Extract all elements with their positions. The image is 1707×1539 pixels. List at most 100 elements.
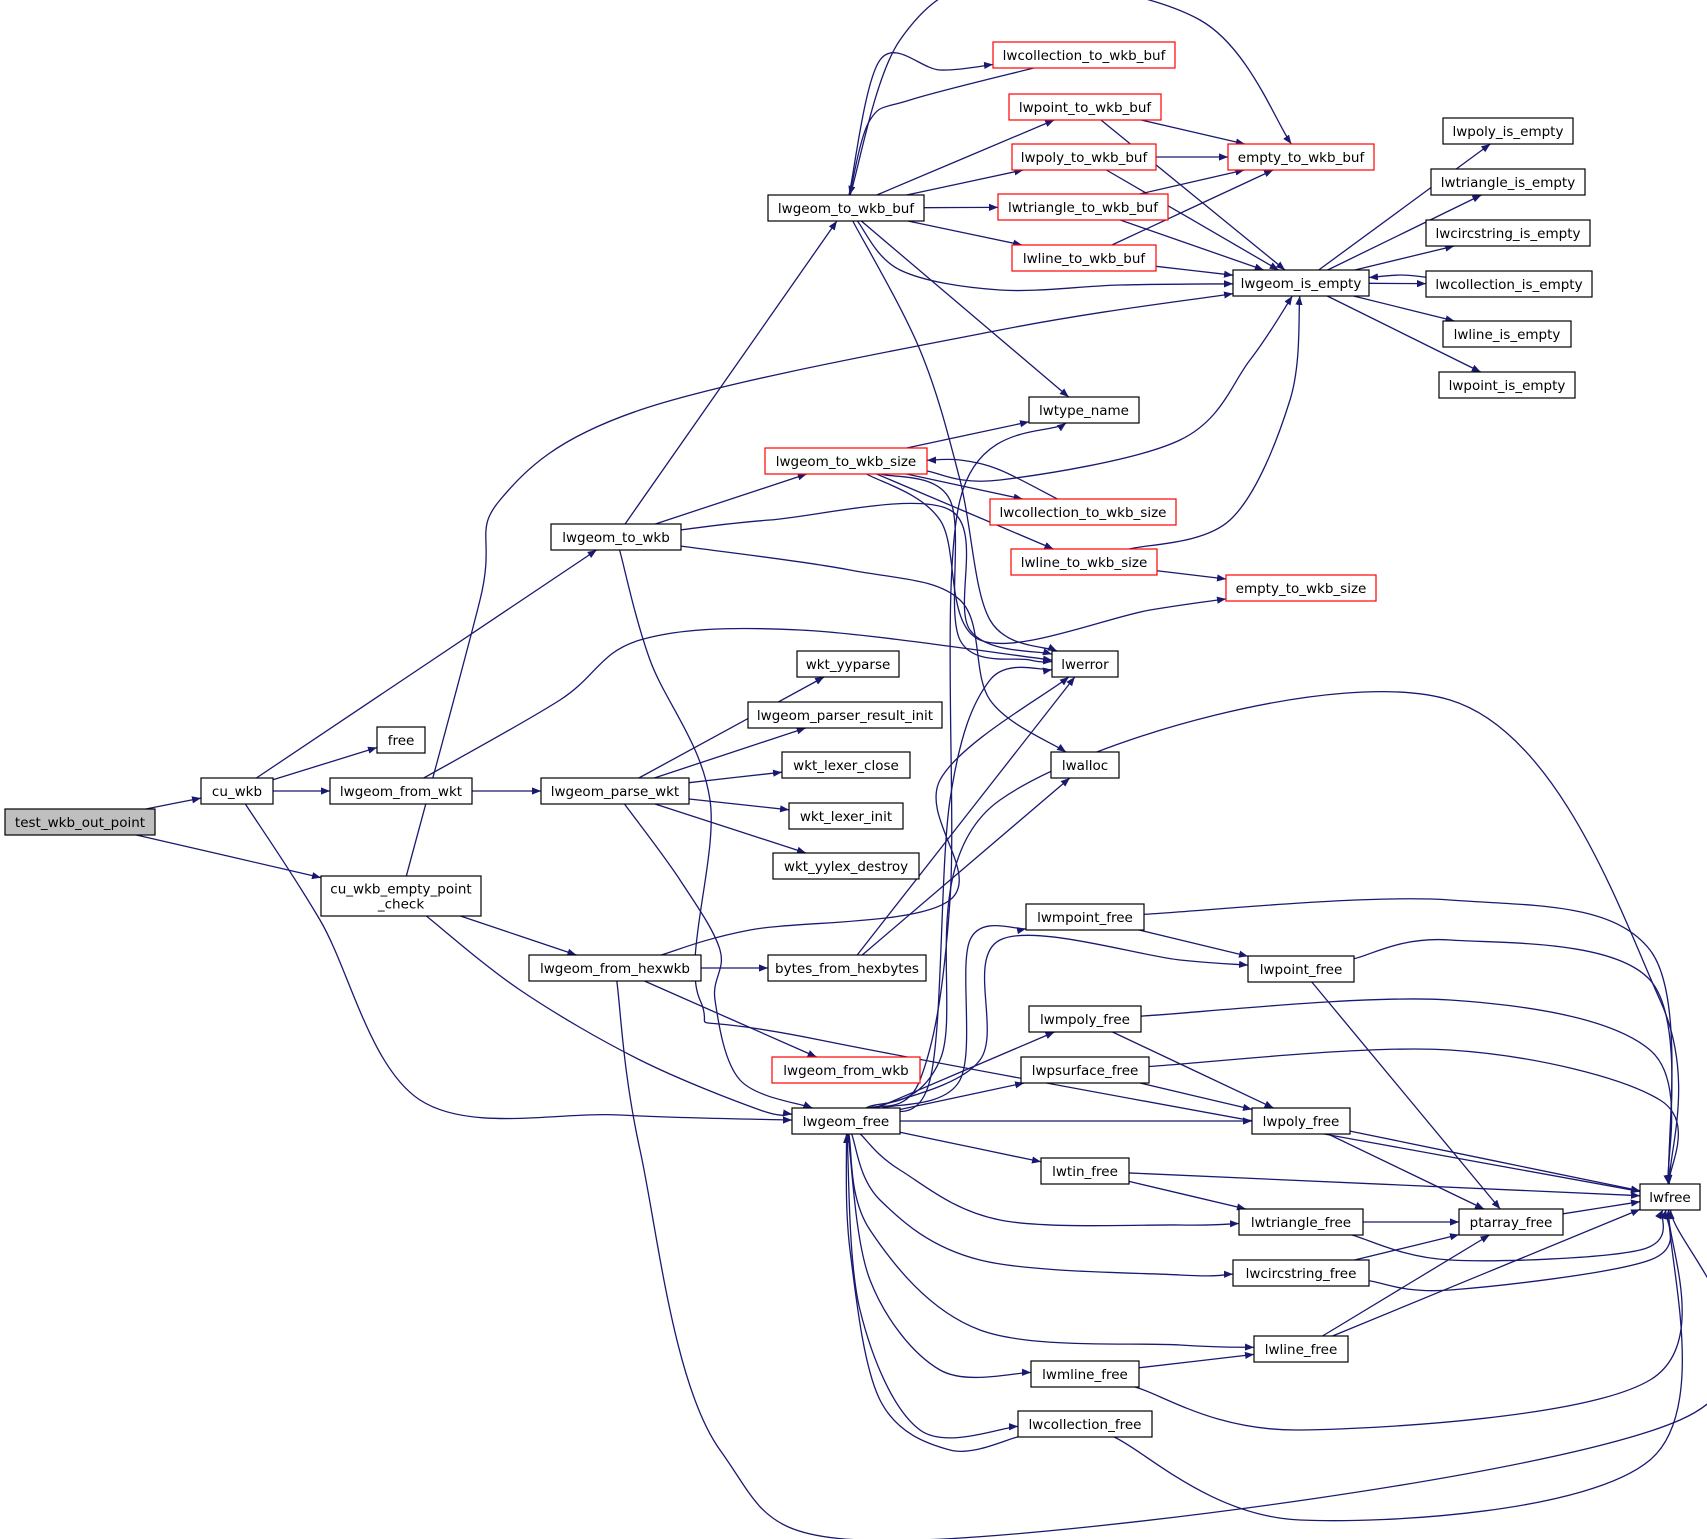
node-lwpsurface-free[interactable]: lwpsurface_free	[1020, 1056, 1150, 1084]
edge-lwpoint-free-to-lwfree	[1353, 938, 1673, 1185]
edge-lwgeom-to-wkb-buf-to-lwtype-name	[860, 220, 1070, 398]
node-lwline-free[interactable]: lwline_free	[1253, 1335, 1349, 1363]
node-label: lwerror	[1061, 657, 1109, 673]
node-lwalloc[interactable]: lwalloc	[1050, 751, 1120, 779]
node-lwpoly-free[interactable]: lwpoly_free	[1251, 1107, 1351, 1135]
node-lwline-is-empty[interactable]: lwline_is_empty	[1442, 320, 1572, 348]
node-box	[1425, 270, 1593, 298]
edge-lwpoly-free-to-ptarray-free	[1327, 1133, 1485, 1210]
node-box	[1028, 396, 1140, 424]
edge-lwpsurface-free-to-lwfree	[1148, 1048, 1679, 1185]
node-wkt-yyparse[interactable]: wkt_yyparse	[796, 650, 900, 678]
node-box	[771, 1056, 921, 1084]
node-lwpoint-free[interactable]: lwpoint_free	[1247, 955, 1355, 983]
edge-lwcollection-free-to-lwgeom-free	[843, 1133, 1019, 1452]
node-lwgeom-to-wkb[interactable]: lwgeom_to_wkb	[550, 523, 682, 551]
node-lwgeom-to-wkb-size[interactable]: lwgeom_to_wkb_size	[764, 447, 928, 475]
node-label: lwgeom_free	[803, 1114, 889, 1130]
edge-lwgeom-free-to-lwtin-free	[899, 1131, 1042, 1164]
node-box	[1017, 1410, 1153, 1438]
edge-lwgeom-parse-wkt-to-wkt-lexer-init	[688, 798, 790, 813]
node-label: lwtype_name	[1039, 403, 1129, 419]
node-lwgeom-from-hexwkb[interactable]: lwgeom_from_hexwkb	[528, 954, 702, 982]
edge-cu-wkb-to-lwgeom-to-wkb	[256, 549, 597, 779]
edge-lwgeom-to-wkb-buf-to-lwpoly-to-wkb-buf	[906, 168, 1024, 196]
node-box	[997, 193, 1169, 221]
edge-lwmpoint-free-to-lwpoint-free	[1138, 929, 1249, 958]
node-lwgeom-free[interactable]: lwgeom_free	[791, 1107, 901, 1135]
node-label: wkt_yylex_destroy	[784, 859, 908, 875]
edge-lwpoint-to-wkb-buf-to-empty-to-wkb-buf	[1141, 119, 1245, 146]
node-label: lwgeom_from_hexwkb	[540, 961, 690, 977]
node-box	[1238, 1208, 1364, 1236]
edge-lwpoint-free-to-ptarray-free	[1311, 981, 1501, 1210]
node-cu-wkb[interactable]: cu_wkb	[200, 777, 274, 805]
node-lwmpoint-free[interactable]: lwmpoint_free	[1025, 903, 1145, 931]
node-box	[1020, 1056, 1150, 1084]
node-lwtin-free[interactable]: lwtin_free	[1040, 1157, 1130, 1185]
node-lwline-to-wkb-size[interactable]: lwline_to_wkb_size	[1010, 548, 1158, 576]
node-lwgeom-parse-wkt[interactable]: lwgeom_parse_wkt	[540, 777, 690, 805]
edge-lwcollection-to-wkb-buf-to-lwgeom-to-wkb-buf	[848, 67, 1034, 196]
node-lwpoint-to-wkb-buf[interactable]: lwpoint_to_wkb_buf	[1008, 93, 1162, 121]
node-lwgeom-from-wkt[interactable]: lwgeom_from_wkt	[329, 777, 473, 805]
node-box	[791, 1107, 901, 1135]
edge-lwgeom-is-empty-to-lwpoint-is-empty	[1326, 295, 1481, 373]
node-lwpoint-is-empty[interactable]: lwpoint_is_empty	[1438, 371, 1576, 399]
node-label: lwpoly_is_empty	[1453, 124, 1564, 140]
node-test-wkb-out-point: test_wkb_out_point	[4, 808, 156, 836]
node-box	[540, 777, 690, 805]
node-label: lwcollection_to_wkb_size	[1000, 505, 1167, 521]
node-lwmpoly-free[interactable]: lwmpoly_free	[1028, 1005, 1142, 1033]
edge-lwgeom-is-empty-to-lwpoly-is-empty	[1318, 143, 1491, 271]
node-wkt-yylex-destroy[interactable]: wkt_yylex_destroy	[772, 852, 920, 880]
node-lwgeom-to-wkb-buf[interactable]: lwgeom_to_wkb_buf	[767, 194, 925, 222]
node-wkt-lexer-init[interactable]: wkt_lexer_init	[788, 802, 904, 830]
node-wkt-lexer-close[interactable]: wkt_lexer_close	[781, 751, 911, 779]
edge-lwgeom-to-wkb-to-lwalloc	[680, 545, 1067, 753]
edge-lwpsurface-free-to-lwpoly-free	[1139, 1082, 1253, 1111]
node-box	[1011, 143, 1157, 171]
node-lwcircstring-is-empty[interactable]: lwcircstring_is_empty	[1425, 219, 1591, 247]
node-ptarray-free[interactable]: ptarray_free	[1458, 1208, 1564, 1236]
node-label: bytes_from_hexbytes	[775, 961, 919, 977]
node-lwtriangle-to-wkb-buf[interactable]: lwtriangle_to_wkb_buf	[997, 193, 1169, 221]
node-empty-to-wkb-buf[interactable]: empty_to_wkb_buf	[1227, 143, 1375, 171]
node-box	[747, 701, 943, 729]
node-label: wkt_yyparse	[806, 657, 891, 673]
node-label: lwcollection_to_wkb_buf	[1003, 48, 1167, 64]
edge-lwcollection-free-to-lwfree	[1113, 1209, 1683, 1522]
node-lwline-to-wkb-buf[interactable]: lwline_to_wkb_buf	[1011, 244, 1157, 272]
node-lwcollection-is-empty[interactable]: lwcollection_is_empty	[1425, 270, 1593, 298]
node-empty-to-wkb-size[interactable]: empty_to_wkb_size	[1225, 574, 1377, 602]
node-box	[1639, 1183, 1701, 1211]
node-lwcollection-free[interactable]: lwcollection_free	[1017, 1410, 1153, 1438]
node-bytes-from-hexbytes[interactable]: bytes_from_hexbytes	[767, 954, 927, 982]
edge-lwgeom-to-wkb-size-to-lwerror	[880, 473, 1053, 665]
node-box	[1040, 1157, 1130, 1185]
node-lwerror[interactable]: lwerror	[1051, 650, 1119, 678]
edge-lwgeom-is-empty-to-lwtriangle-is-empty	[1327, 194, 1482, 271]
node-lwfree[interactable]: lwfree	[1639, 1183, 1701, 1211]
node-label: lwgeom_parser_result_init	[757, 708, 933, 724]
node-lwcollection-to-wkb-size[interactable]: lwcollection_to_wkb_size	[989, 498, 1177, 526]
node-lwtriangle-free[interactable]: lwtriangle_free	[1238, 1208, 1364, 1236]
node-cu-wkb-empty-point-check[interactable]: cu_wkb_empty_point_check	[320, 875, 482, 917]
node-free[interactable]: free	[376, 726, 426, 754]
node-lwpoly-is-empty[interactable]: lwpoly_is_empty	[1442, 117, 1574, 145]
edge-cu-wkb-empty-point-check-to-lwgeom-free	[425, 915, 793, 1117]
node-lwgeom-is-empty[interactable]: lwgeom_is_empty	[1232, 269, 1370, 297]
node-lwtype-name[interactable]: lwtype_name	[1028, 396, 1140, 424]
node-lwcircstring-free[interactable]: lwcircstring_free	[1232, 1259, 1370, 1287]
node-label: lwgeom_from_wkb	[783, 1063, 908, 1079]
node-lwgeom-from-wkb[interactable]: lwgeom_from_wkb	[771, 1056, 921, 1084]
node-lwcollection-to-wkb-buf[interactable]: lwcollection_to_wkb_buf	[992, 41, 1176, 69]
node-lwmline-free[interactable]: lwmline_free	[1030, 1360, 1140, 1388]
node-lwpoly-to-wkb-buf[interactable]: lwpoly_to_wkb_buf	[1011, 143, 1157, 171]
edge-lwgeom-to-wkb-to-lwgeom-to-wkb-buf	[624, 220, 838, 525]
node-lwgeom-parser-result-init[interactable]: lwgeom_parser_result_init	[747, 701, 943, 729]
edge-lwline-free-to-lwfree	[1332, 1208, 1641, 1337]
node-box	[1050, 751, 1120, 779]
node-lwtriangle-is-empty[interactable]: lwtriangle_is_empty	[1430, 168, 1586, 196]
edge-lwgeom-from-hexwkb-to-lwgeom-from-wkb	[644, 980, 817, 1058]
